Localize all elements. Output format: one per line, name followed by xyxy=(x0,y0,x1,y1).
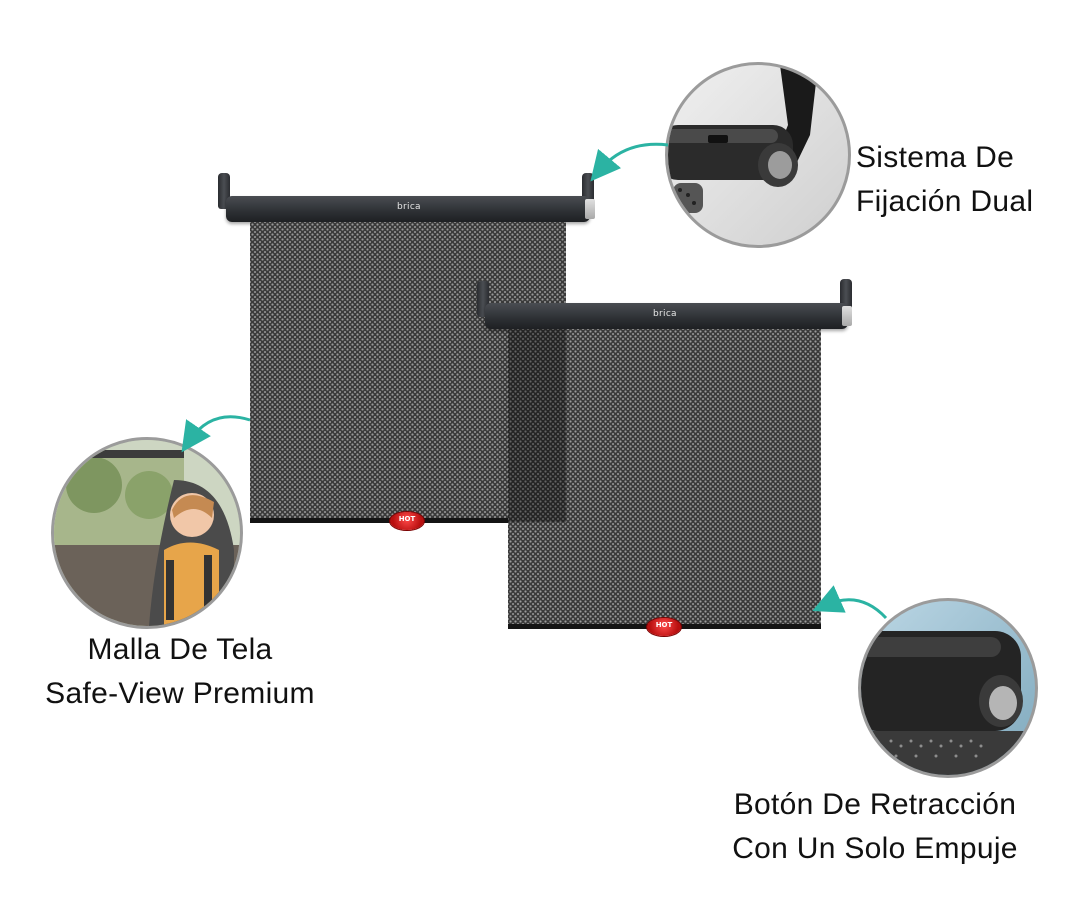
brand-logo-left: brica xyxy=(397,202,421,212)
roller-bar-left xyxy=(226,196,590,222)
retract-button-illustration xyxy=(861,631,1035,775)
dual-mount-illustration xyxy=(668,65,818,213)
bar-endcap-right xyxy=(842,306,852,326)
caption-mesh-line2: Safe-View Premium xyxy=(45,677,315,710)
mesh-overlap-shadow xyxy=(508,329,566,522)
retract-button-closeup-circle xyxy=(858,598,1038,778)
mesh-fabric-right xyxy=(508,329,821,624)
roller-bar-right xyxy=(485,303,848,329)
caption-dual-mount-line2: Fijación Dual xyxy=(856,185,1034,218)
caption-retract-button: Botón De Retracción Con Un Solo Empuje xyxy=(700,783,1050,871)
arrow-mesh xyxy=(181,415,251,453)
child-car-seat-photo-circle xyxy=(51,437,243,629)
hot-badge-left: HOT xyxy=(390,512,424,530)
caption-dual-mount-line1: Sistema De xyxy=(856,141,1015,174)
brand-logo-right: brica xyxy=(653,309,677,319)
bar-endcap-left xyxy=(585,199,595,219)
hot-badge-right: HOT xyxy=(647,618,681,636)
caption-retract-button-line1: Botón De Retracción xyxy=(733,788,1017,821)
caption-dual-mount: Sistema De Fijación Dual xyxy=(856,136,1033,224)
caption-mesh-line1: Malla De Tela xyxy=(87,633,273,666)
caption-mesh: Malla De Tela Safe-View Premium xyxy=(20,628,340,716)
dual-mount-closeup-circle xyxy=(665,62,851,248)
arrow-retract-button xyxy=(812,585,888,620)
caption-retract-button-line2: Con Un Solo Empuje xyxy=(732,832,1018,865)
child-in-car-illustration xyxy=(54,440,240,626)
arrow-dual-mount xyxy=(590,142,669,182)
